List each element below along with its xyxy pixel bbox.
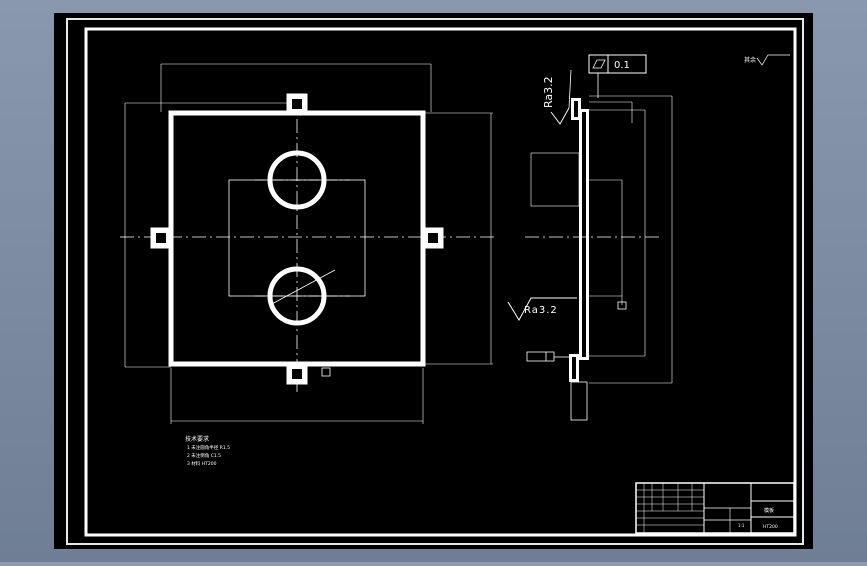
flatness-frame <box>588 54 647 74</box>
lower-hole <box>267 266 327 326</box>
datum-frame <box>526 351 555 362</box>
sheet-background <box>54 13 813 549</box>
flatness-tolerance: 0.1 <box>614 60 630 71</box>
note-1: 1 未注圆角半径 R1.5 <box>187 444 230 451</box>
roughness-symbol-bottom <box>507 297 577 321</box>
front-view <box>120 63 497 424</box>
general-roughness-note: 其余 <box>744 56 756 64</box>
side-view <box>507 54 673 421</box>
note-3: 3 材料 HT200 <box>187 460 217 467</box>
title-part-name: 模板 <box>764 507 774 514</box>
roughness-symbol-top <box>550 107 570 125</box>
flatness-icon <box>592 59 606 69</box>
outer-border <box>66 18 804 545</box>
inner-border <box>84 27 797 537</box>
hole-diameter-leader <box>269 269 336 306</box>
general-roughness-symbol <box>756 54 790 66</box>
title-block <box>635 482 795 534</box>
notes-title: 技术要求 <box>185 435 209 443</box>
roughness-label-bottom: Ra3.2 <box>524 305 558 316</box>
title-scale: 1:1 <box>738 523 745 528</box>
note-2: 2 未注倒角 C1.5 <box>187 452 221 459</box>
upper-hole <box>267 150 327 210</box>
side-section-box <box>530 152 580 207</box>
title-material: HT200 <box>763 524 778 530</box>
roughness-label-top: Ra3.2 <box>542 76 555 108</box>
